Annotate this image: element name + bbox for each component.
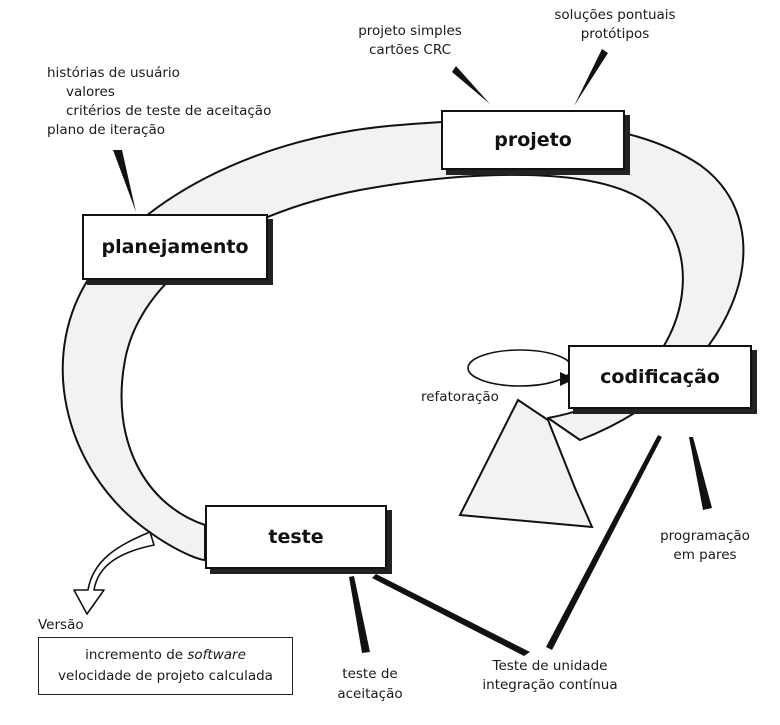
note-spike-solutions: soluções pontuais: [554, 7, 676, 23]
note-values: valores: [66, 84, 115, 100]
phase-test-box: teste: [205, 505, 387, 569]
note-acceptance-test-1: teste de: [342, 666, 398, 682]
phase-coding-box: codificação: [568, 345, 752, 409]
release-arrow: [73, 531, 155, 615]
callout-design-left: [452, 66, 490, 104]
callout-pair-programming: [689, 437, 712, 510]
refactoring-loop: [467, 349, 573, 387]
note-simple-design: projeto simples: [358, 23, 462, 39]
callout-integration: [372, 574, 530, 656]
refactoring-label: refatoração: [421, 389, 499, 405]
callout-design-right: [574, 49, 608, 106]
note-unit-test: Teste de unidade: [492, 658, 608, 674]
phase-planning-label: planejamento: [101, 236, 249, 258]
note-continuous-integration: integração contínua: [482, 677, 618, 693]
phase-coding-label: codificação: [600, 366, 720, 388]
note-iteration-plan: plano de iteração: [47, 122, 165, 138]
release-box: incremento de software velocidade de pro…: [38, 637, 293, 695]
release-increment-text: incremento de: [85, 647, 188, 663]
note-crc-cards: cartões CRC: [369, 42, 451, 58]
note-pair-programming-2: em pares: [673, 547, 737, 563]
note-prototypes: protótipos: [580, 26, 650, 42]
note-user-stories: histórias de usuário: [47, 65, 180, 81]
phase-design-box: projeto: [441, 110, 625, 170]
cycle-arrow-head: [458, 398, 594, 529]
refactoring-arrowhead: [560, 372, 575, 386]
phase-test-label: teste: [268, 526, 324, 548]
callout-unit-test: [546, 435, 662, 650]
note-acceptance-test-2: aceitação: [337, 686, 403, 702]
callout-planning: [113, 150, 136, 212]
release-velocity-line: velocidade de projeto calculada: [58, 668, 273, 684]
release-label: Versão: [38, 617, 84, 633]
note-acceptance-criteria: critérios de teste de aceitação: [66, 103, 272, 119]
phase-planning-box: planejamento: [82, 214, 268, 280]
note-pair-programming-1: programação: [660, 528, 750, 544]
release-software-text: software: [187, 647, 246, 663]
callout-acceptance: [349, 576, 370, 653]
phase-design-label: projeto: [494, 129, 572, 151]
process-cycle-ring: [61, 119, 745, 561]
release-increment-line: incremento de software: [39, 645, 292, 666]
